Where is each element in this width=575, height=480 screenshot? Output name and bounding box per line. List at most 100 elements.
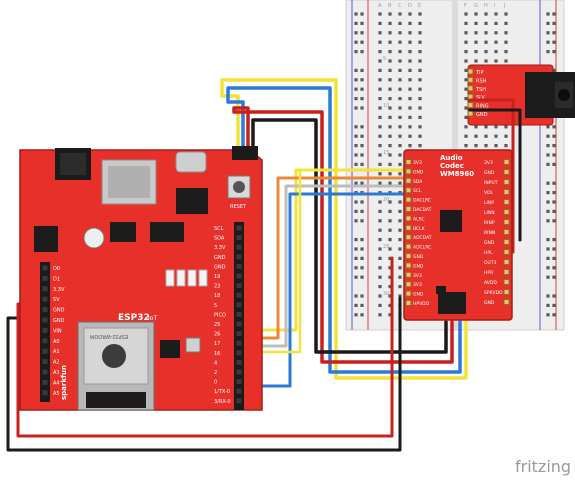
breadboard-hole	[408, 125, 412, 129]
breadboard-hole	[504, 31, 508, 35]
esp32-left-pin	[42, 327, 48, 333]
codec-left-pin	[405, 206, 412, 212]
breadboard-hole	[398, 21, 402, 25]
wire-yellow-signal-2	[246, 168, 302, 354]
esp32-right-pin	[236, 225, 242, 231]
rail-hole	[354, 31, 358, 35]
breadboard-hole	[398, 78, 402, 82]
breadboard-hole	[408, 12, 412, 16]
esp32-board: RESET ESP32-WROOM ESP32 IoT sparkfun D0D…	[19, 146, 263, 411]
rail-hole	[360, 50, 364, 54]
wire-blue-signal	[246, 192, 408, 388]
rail-hole	[360, 275, 364, 279]
rail-hole	[546, 50, 550, 54]
esp32-right-pin	[236, 388, 242, 394]
codec-right-pin-label: AVDD	[484, 280, 497, 286]
esp32-left-pin-label: A2	[53, 360, 60, 366]
esp32-right-pin-label: 5	[214, 303, 217, 309]
esp32-right-pin-label: 23	[214, 284, 220, 290]
breadboard-hole	[378, 106, 382, 110]
rail-hole	[546, 200, 550, 204]
esp32-right-pin-label: 0	[214, 380, 217, 386]
breadboard-hole	[418, 106, 422, 110]
rail-hole	[360, 247, 364, 251]
esp32-right-pin	[236, 263, 242, 269]
rail-hole	[552, 191, 556, 195]
breadboard-hole	[418, 50, 422, 54]
breadboard-hole	[398, 97, 402, 101]
rail-hole	[354, 209, 358, 213]
rail-hole	[552, 40, 556, 44]
breadboard-hole	[494, 59, 498, 63]
rail-hole	[552, 294, 556, 298]
breadboard-hole	[398, 153, 402, 157]
rail-hole	[354, 303, 358, 307]
esp32-right-pin	[236, 254, 242, 260]
codec-right-pin	[503, 189, 510, 195]
breadboard-hole	[464, 78, 468, 82]
breadboard-hole	[378, 68, 382, 72]
rail-hole	[552, 181, 556, 185]
breadboard-hole	[378, 40, 382, 44]
breadboard-hole	[494, 12, 498, 16]
module-text: ESP32-WROOM	[90, 333, 128, 339]
esp32-right-pin-label: GND	[214, 264, 226, 270]
column-letter: G	[474, 3, 478, 9]
jack-pin-label: SLV	[476, 95, 485, 101]
breadboard-hole	[378, 21, 382, 25]
breadboard-hole	[408, 59, 412, 63]
esp32-left-pin-label: 5V	[53, 297, 60, 303]
rail-hole	[360, 313, 364, 317]
breadboard-hole	[398, 256, 402, 260]
jack-pin-pad	[467, 68, 474, 75]
rail-hole	[546, 12, 550, 16]
breadboard-hole	[388, 78, 392, 82]
rail-hole	[546, 266, 550, 270]
rail-hole	[360, 125, 364, 129]
breadboard-hole	[474, 40, 478, 44]
breadboard-hole	[398, 134, 402, 138]
esp32-right-pin-label: 18	[214, 293, 220, 299]
breadboard-hole	[398, 247, 402, 251]
row-number: 15	[383, 150, 389, 156]
breadboard-hole	[398, 31, 402, 35]
rail-hole	[546, 247, 550, 251]
rail-hole	[546, 294, 550, 298]
jack-pin-pad	[467, 110, 474, 117]
breadboard-hole	[408, 68, 412, 72]
codec-left-pin-label: ADCDAT	[413, 235, 432, 241]
codec-left-pin-label: GND	[413, 169, 424, 175]
breadboard-hole	[398, 266, 402, 270]
column-letter: E	[418, 3, 421, 9]
codec-left-pin	[405, 224, 412, 231]
breadboard-hole	[418, 40, 422, 44]
esp32-right-pin-label: 4	[214, 360, 217, 366]
breadboard-hole	[398, 181, 402, 185]
esp32-right-pin	[236, 331, 242, 337]
rail-hole	[546, 256, 550, 260]
breadboard-hole	[484, 134, 488, 138]
rail-hole	[354, 247, 358, 251]
breadboard-hole	[464, 40, 468, 44]
esp32-right-pin	[236, 273, 242, 279]
breadboard-hole	[474, 125, 478, 129]
rail-hole	[546, 21, 550, 25]
column-letter: I	[494, 3, 495, 9]
breadboard-hole	[388, 40, 392, 44]
breadboard-hole	[464, 115, 468, 119]
breadboard-hole	[378, 256, 382, 260]
esp32-sublabel: IoT	[148, 315, 157, 322]
esp32-right-pin	[236, 340, 242, 346]
breadboard-hole	[398, 275, 402, 279]
rail-hole	[360, 12, 364, 16]
rail-hole	[360, 266, 364, 270]
row-number: 5	[383, 56, 386, 62]
breadboard-hole	[474, 134, 478, 138]
breadboard-hole	[418, 31, 422, 35]
codec-title-3: WM8960	[440, 170, 474, 178]
breadboard-hole	[388, 144, 392, 148]
breadboard-hole	[378, 162, 382, 166]
breadboard-hole	[398, 12, 402, 16]
